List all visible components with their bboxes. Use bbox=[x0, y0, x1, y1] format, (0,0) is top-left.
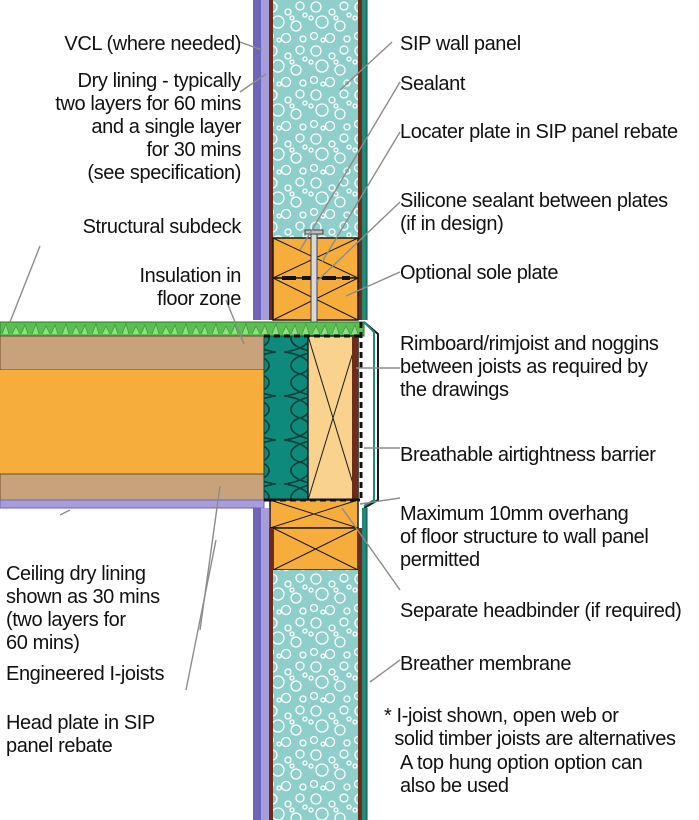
leader-head-plate bbox=[185, 539, 217, 691]
ijoist-web bbox=[0, 370, 264, 474]
floor-zone bbox=[0, 321, 379, 509]
label-separate-headbinder: Separate headbinder (if required) bbox=[400, 600, 682, 622]
leader-subdeck bbox=[9, 245, 41, 323]
leader-vcl bbox=[239, 41, 263, 51]
leader-dry-lining bbox=[239, 73, 267, 93]
floor-zone-insulation bbox=[263, 335, 309, 501]
leader-lines bbox=[9, 41, 401, 691]
sole-plates bbox=[272, 229, 359, 329]
upper-wall-panel bbox=[253, 0, 368, 320]
breather-membrane-lower bbox=[362, 508, 367, 820]
label-vcl: VCL (where needed) bbox=[64, 33, 241, 55]
label-top-hung-note: A top hung option option can also be use… bbox=[400, 752, 643, 797]
osb-inner bbox=[269, 0, 273, 320]
leader-breather bbox=[369, 659, 401, 683]
ijoist-bottom-flange bbox=[0, 473, 265, 501]
label-silicone-sealant: Silicone sealant between plates (if in d… bbox=[400, 190, 668, 235]
label-head-plate: Head plate in SIP panel rebate bbox=[6, 712, 155, 757]
lower-wall-panel bbox=[253, 508, 368, 820]
leader-locater bbox=[321, 131, 401, 263]
label-breather-membrane: Breather membrane bbox=[400, 653, 572, 675]
label-insulation-floor: Insulation in floor zone bbox=[139, 265, 241, 310]
head-plates bbox=[269, 498, 359, 571]
leader-ceiling bbox=[59, 509, 71, 516]
label-sip-wall-panel: SIP wall panel bbox=[400, 33, 521, 55]
structural-subdeck bbox=[0, 321, 365, 337]
leader-silicone bbox=[315, 201, 401, 283]
dry-lining-board bbox=[261, 0, 269, 320]
leader-headbinder bbox=[341, 507, 401, 591]
label-breathable-barrier: Breathable airtightness barrier bbox=[400, 444, 656, 466]
leader-sealant bbox=[299, 81, 401, 251]
leader-overhang bbox=[359, 497, 401, 505]
label-sealant: Sealant bbox=[400, 73, 466, 95]
leader-insulation bbox=[225, 299, 245, 345]
label-rimboard: Rimboard/rimjoist and noggins between jo… bbox=[400, 333, 659, 401]
breather-membrane-upper bbox=[362, 0, 367, 320]
vcl-layer bbox=[253, 0, 261, 320]
label-structural-subdeck: Structural subdeck bbox=[82, 216, 242, 238]
ijoist-top-flange bbox=[0, 335, 265, 371]
label-max-overhang: Maximum 10mm overhang of floor structure… bbox=[400, 503, 649, 571]
label-engineered-ijoists: Engineered I-joists bbox=[6, 663, 165, 685]
breather-membrane-wrap bbox=[363, 321, 379, 509]
ceiling-dry-lining bbox=[0, 499, 265, 509]
fixing-nail bbox=[310, 229, 318, 329]
osb-outer bbox=[358, 0, 362, 320]
sip-core-upper bbox=[273, 0, 358, 238]
label-locater-plate: Locater plate in SIP panel rebate bbox=[400, 121, 678, 143]
label-ijoist-note: * I-joist shown, open web or solid timbe… bbox=[384, 705, 676, 750]
label-optional-sole-plate: Optional sole plate bbox=[400, 262, 559, 284]
label-dry-lining: Dry lining - typically two layers for 60… bbox=[55, 70, 241, 184]
sip-core-lower bbox=[273, 570, 358, 820]
leader-sip-panel bbox=[339, 41, 393, 91]
label-ceiling-dry-lining: Ceiling dry lining shown as 30 mins (two… bbox=[6, 563, 160, 654]
leader-sole-plate bbox=[345, 271, 401, 297]
